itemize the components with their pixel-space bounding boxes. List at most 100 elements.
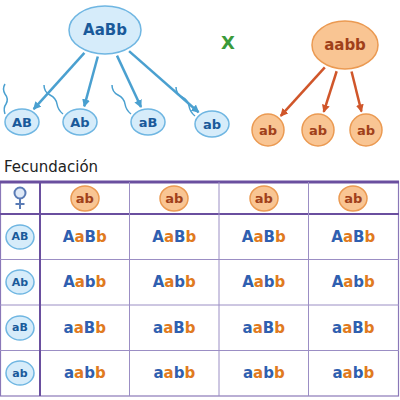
allele-letter: A xyxy=(63,228,75,246)
allele-letter: a xyxy=(64,319,74,337)
table-cell: aabb xyxy=(153,364,195,382)
allele-letter: a xyxy=(332,364,342,382)
gamete: ab xyxy=(159,185,189,212)
gamete: AB xyxy=(5,224,35,250)
gamete: ab xyxy=(349,113,383,147)
allele-text: AB xyxy=(12,115,32,130)
table-cell: Aabb xyxy=(332,273,375,291)
table-grid xyxy=(0,182,399,396)
allele-letter: B xyxy=(353,228,364,246)
allele-text: Ab xyxy=(12,276,28,289)
meiosis-arrow xyxy=(84,57,98,107)
gamete: ab xyxy=(301,113,335,147)
allele-letter: a xyxy=(64,364,74,382)
allele-letter: a xyxy=(254,273,264,291)
table-cell: aaBb xyxy=(332,319,374,337)
allele-letter: B xyxy=(264,228,275,246)
table-cell: AaBb xyxy=(63,228,107,246)
allele-text: Ab xyxy=(70,115,89,130)
gamete: ab xyxy=(249,185,279,212)
allele-letter: b xyxy=(185,228,196,246)
meiosis-arrow xyxy=(324,71,337,112)
table-cell: aabb xyxy=(332,364,374,382)
allele-letter: B xyxy=(84,319,95,337)
allele-text: AaBb xyxy=(83,21,127,39)
allele-letter: B xyxy=(174,228,185,246)
table-cell: Aabb xyxy=(242,273,285,291)
table-cell: AaBb xyxy=(331,228,375,246)
allele-letter: a xyxy=(153,364,163,382)
allele-letter: b xyxy=(274,319,285,337)
allele-letter: b xyxy=(363,364,374,382)
cross-sign: X xyxy=(221,32,235,53)
meiosis-arrow xyxy=(117,56,141,107)
meiosis-arrow xyxy=(352,72,362,112)
gamete: aB xyxy=(130,108,166,136)
allele-letter: b xyxy=(96,273,107,291)
allele-text: aB xyxy=(139,115,158,130)
allele-letter: a xyxy=(342,319,352,337)
allele-letter: a xyxy=(164,273,174,291)
female-symbol xyxy=(15,188,26,210)
allele-letter: a xyxy=(243,319,253,337)
allele-letter: a xyxy=(343,364,353,382)
gamete: Ab xyxy=(5,269,35,295)
allele-letter: b xyxy=(85,273,96,291)
meiosis-arrow xyxy=(34,53,85,109)
allele-letter: B xyxy=(352,319,363,337)
section-title: Fecundación xyxy=(4,158,98,176)
allele-text: ab xyxy=(203,117,221,132)
allele-letter: A xyxy=(63,273,75,291)
allele-letter: b xyxy=(84,364,95,382)
allele-letter: b xyxy=(353,364,364,382)
gamete: ab xyxy=(70,185,100,212)
allele-text: ab xyxy=(357,123,375,138)
gamete: aB xyxy=(5,315,35,341)
allele-letter: b xyxy=(185,273,196,291)
allele-letter: b xyxy=(274,364,285,382)
allele-letter: A xyxy=(331,228,343,246)
allele-letter: B xyxy=(263,319,274,337)
parent-genotype: aabb xyxy=(311,20,379,70)
allele-letter: a xyxy=(153,319,163,337)
table-cell: Aabb xyxy=(63,273,106,291)
allele-letter: a xyxy=(74,364,84,382)
allele-letter: A xyxy=(332,273,344,291)
allele-letter: b xyxy=(364,228,375,246)
allele-letter: a xyxy=(74,319,84,337)
allele-letter: b xyxy=(174,273,185,291)
allele-text: ab xyxy=(259,123,277,138)
allele-letter: a xyxy=(243,364,253,382)
allele-letter: b xyxy=(364,273,375,291)
allele-text: ab xyxy=(12,367,27,380)
table-cell: aabb xyxy=(64,364,106,382)
allele-letter: b xyxy=(185,319,196,337)
allele-letter: b xyxy=(95,364,106,382)
allele-letter: a xyxy=(163,319,173,337)
allele-letter: a xyxy=(343,228,353,246)
allele-letter: A xyxy=(242,273,254,291)
allele-letter: a xyxy=(253,319,263,337)
table-cell: aaBb xyxy=(153,319,195,337)
allele-letter: b xyxy=(263,364,274,382)
meiosis-arrow xyxy=(281,67,325,116)
table-cell: aabb xyxy=(243,364,285,382)
allele-text: AB xyxy=(12,230,29,243)
allele-letter: b xyxy=(96,228,107,246)
allele-letter: B xyxy=(173,319,184,337)
allele-text: ab xyxy=(309,123,327,138)
allele-text: ab xyxy=(344,191,362,206)
allele-letter: b xyxy=(184,364,195,382)
allele-letter: A xyxy=(152,228,164,246)
allele-letter: a xyxy=(74,228,84,246)
allele-letter: a xyxy=(75,273,85,291)
table-cell: Aabb xyxy=(153,273,196,291)
gamete: ab xyxy=(5,360,35,386)
allele-letter: a xyxy=(164,228,174,246)
allele-letter: a xyxy=(253,364,263,382)
allele-text: aabb xyxy=(324,36,366,54)
allele-letter: b xyxy=(174,364,185,382)
allele-letter: a xyxy=(164,364,174,382)
gamete: ab xyxy=(194,110,230,138)
allele-letter: a xyxy=(343,273,353,291)
